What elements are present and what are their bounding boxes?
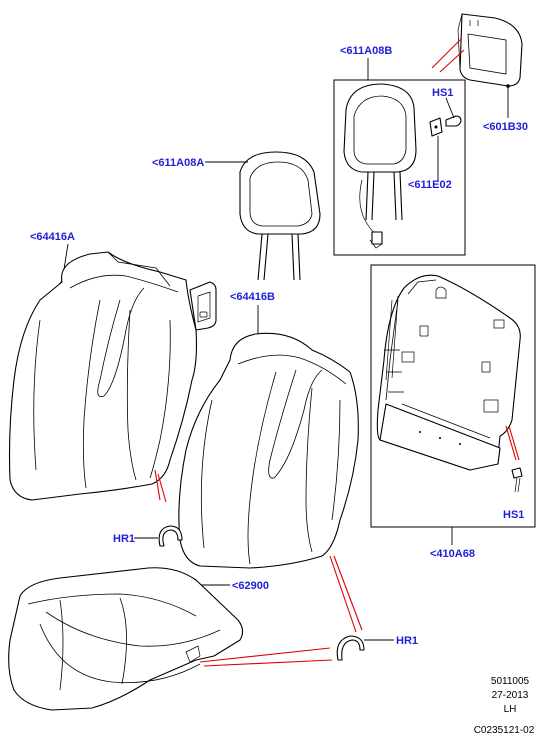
headrest-detail-box — [333, 79, 466, 256]
seat-back-panel — [376, 274, 521, 471]
callout-64416A: <64416A — [30, 231, 75, 243]
hint-lines-back-panel — [505, 425, 520, 461]
ref-code: C0235121-02 — [474, 725, 535, 736]
screw-hs1-bottom — [511, 467, 523, 493]
clip-hr1-left — [158, 525, 183, 547]
backrest-side-trim — [189, 281, 217, 331]
callout-410A68: <410A68 — [430, 548, 475, 560]
callout-hr1-right: HR1 — [396, 635, 418, 647]
left-backrest-cover — [8, 251, 198, 501]
callout-62900: <62900 — [232, 580, 269, 592]
headrest-with-harness — [343, 83, 417, 249]
back-panel-detail-box — [370, 264, 536, 528]
loose-headrest — [239, 151, 321, 281]
right-backrest-cover — [178, 332, 359, 569]
seat-cushion-cover — [8, 567, 244, 711]
drawing-reference-block: 5011005 27-2013 LH C0235121-02 — [474, 676, 535, 736]
callout-611E02: <611E02 — [408, 179, 452, 191]
hint-lines-cushion — [199, 647, 333, 667]
ref-side: LH — [504, 704, 517, 715]
hint-lines-rear-cover — [431, 37, 465, 73]
ref-date: 27-2013 — [492, 690, 529, 701]
hint-lines-left-backrest — [154, 469, 167, 503]
callout-hs1-top: HS1 — [432, 87, 453, 99]
callout-611A08A: <611A08A — [152, 157, 204, 169]
callout-601B30: <601B30 — [483, 121, 528, 133]
callout-hr1-left: HR1 — [113, 533, 135, 545]
ref-number: 5011005 — [491, 676, 530, 687]
hint-lines-right-backrest — [329, 555, 363, 633]
headrest-rear-cover — [457, 13, 523, 87]
screw-hs1-top — [429, 115, 462, 137]
callout-611A08B: <611A08B — [340, 45, 392, 57]
clip-hr1-right — [336, 635, 365, 661]
callout-64416B: <64416B — [230, 291, 275, 303]
callout-hs1-bottom: HS1 — [503, 509, 524, 521]
